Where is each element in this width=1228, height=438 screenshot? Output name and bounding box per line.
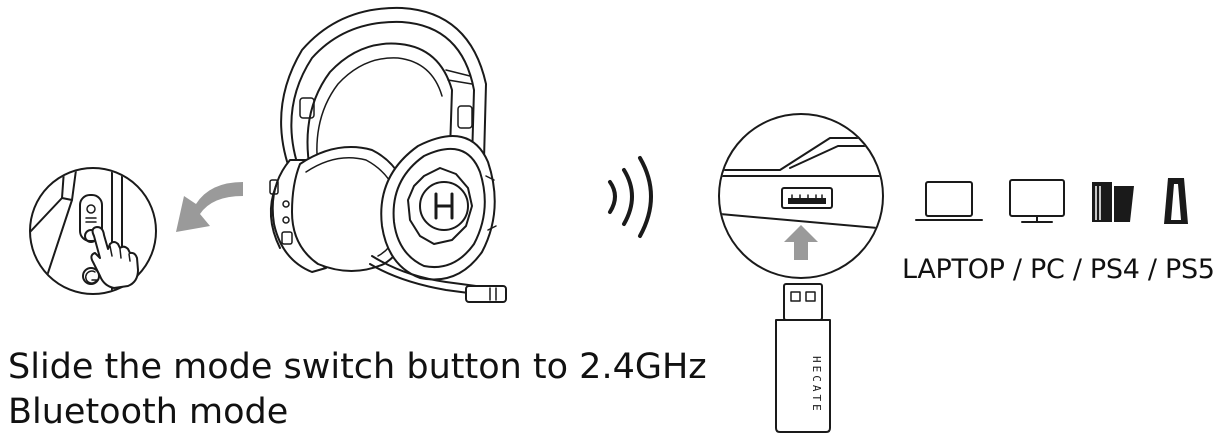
usb-port-zoom-icon <box>718 113 884 279</box>
laptop-icon <box>915 181 983 221</box>
headset-icon <box>269 6 507 303</box>
hand-pointer-icon <box>90 226 139 289</box>
ps5-icon <box>1164 178 1188 224</box>
instruction-line-2: Bluetooth mode <box>8 392 289 432</box>
usb-dongle-icon: HECATE <box>775 283 831 433</box>
up-arrow-icon <box>784 225 818 260</box>
compatible-devices-label: LAPTOP / PC / PS4 / PS5 <box>902 254 1215 285</box>
instruction-line-1: Slide the mode switch button to 2.4GHz <box>8 347 707 387</box>
ps4-icon <box>1092 182 1134 222</box>
wireless-signal-icon <box>608 156 653 238</box>
curved-arrow-icon <box>176 182 243 232</box>
dongle-brand-label: HECATE <box>810 356 823 414</box>
monitor-icon <box>1009 179 1065 223</box>
